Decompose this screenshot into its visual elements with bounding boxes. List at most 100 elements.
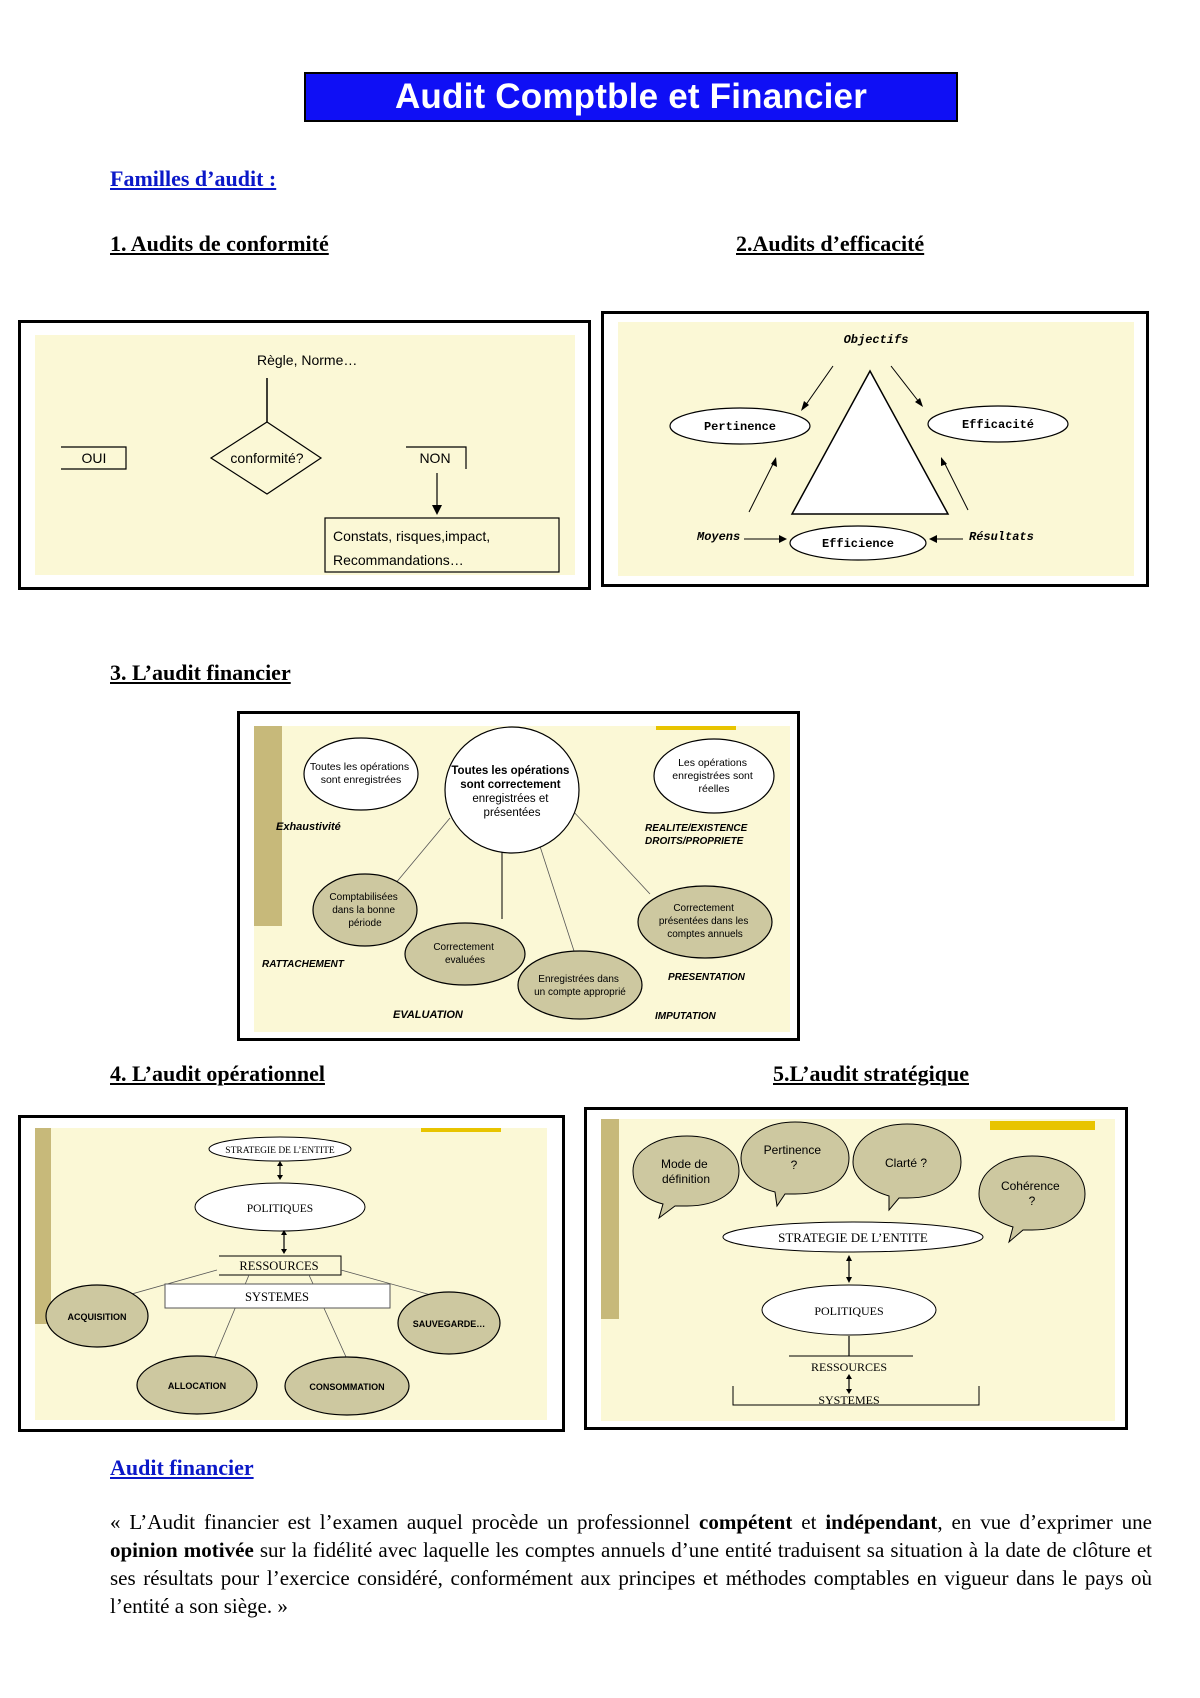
efficacite-svg: Objectifs Pertinence Efficacité Efficien…	[618, 322, 1134, 576]
result-box	[324, 517, 560, 573]
st-bubble4-text: Cohérence ?	[1001, 1179, 1063, 1208]
op-acquisition-ellipse	[45, 1284, 149, 1348]
operationnel-svg: STRATEGIE DE L’ENTITE POLITIQUES RESSOUR…	[35, 1128, 547, 1420]
audit-financier-definition: « L’Audit financier est l’examen auquel …	[110, 1508, 1152, 1620]
st-top-accent	[990, 1121, 1095, 1130]
arrow-resultats-head	[929, 535, 937, 543]
triangle	[790, 369, 950, 515]
moyens-label: Moyens	[696, 530, 740, 544]
st-side-bar	[601, 1119, 619, 1319]
op-top-accent	[421, 1128, 501, 1132]
st-systemes-box	[732, 1386, 980, 1406]
af-oval-evaluees-line2: evaluées	[445, 955, 485, 966]
af-link-presentees	[571, 809, 651, 895]
st-link1-head-up	[846, 1255, 852, 1261]
af-oval-periode-line1: Comptabilisées	[329, 892, 397, 903]
af-link-periode	[394, 817, 451, 885]
st-bubble1-text: Mode de définition	[661, 1157, 711, 1186]
st-bubble4	[978, 1155, 1086, 1244]
af-bubble-left-line1: Toutes les opérations	[310, 761, 409, 773]
conformite-svg: Règle, Norme… conformité? OUI NON Consta…	[35, 335, 575, 575]
exhaustivite-label: Exhaustivité	[276, 821, 341, 833]
objectifs-label: Objectifs	[844, 333, 909, 347]
af-bubble-center-line3: enregistrées et	[472, 793, 549, 805]
op-ressources-box	[219, 1255, 342, 1276]
af-bubble-center	[444, 726, 580, 854]
operationnel-diagram: STRATEGIE DE L’ENTITE POLITIQUES RESSOUR…	[18, 1115, 565, 1432]
audit-financier-heading: Audit financier	[110, 1455, 254, 1480]
audit-financier-svg: Toutes les opérations sont enregistrées …	[254, 726, 790, 1032]
efficacite-label: Efficacité	[962, 418, 1034, 432]
st-strategie-label: STRATEGIE DE L’ENTITE	[778, 1230, 928, 1245]
af-oval-presentees	[637, 885, 773, 959]
arrow-obj-eff-head	[915, 398, 923, 407]
strategique-svg: Mode de définition Pertinence ? Clarté ?…	[601, 1119, 1115, 1421]
st-ressources-label: RESSOURCES	[811, 1360, 887, 1374]
section2-heading: 2.Audits d’efficacité	[736, 231, 925, 256]
af-oval-periode-line2: dans la bonne	[332, 905, 395, 916]
af-oval-periode-line3: période	[348, 918, 382, 929]
st-bubble2-line1: Pertinence	[764, 1143, 822, 1157]
af-bubble-center-text: Toutes les opérations sont correctement …	[451, 765, 572, 819]
st-politiques-label: POLITIQUES	[814, 1304, 883, 1318]
op-background	[35, 1128, 547, 1420]
efficience-label: Efficience	[822, 537, 894, 551]
op-politiques-label: POLITIQUES	[247, 1203, 313, 1215]
regle-label: Règle, Norme…	[257, 352, 357, 368]
af-bubble-right-line1: Les opérations	[678, 757, 747, 769]
oui-box	[61, 446, 127, 470]
af-oval-presentees-line3: comptes annuels	[667, 929, 743, 940]
af-oval-compte-text: Enregistrées dans un compte approprié	[534, 974, 626, 998]
familles-heading: Familles d’audit :	[110, 166, 277, 191]
page-title: Audit Comptble et Financier	[394, 77, 868, 116]
quote-part3: , en vue d’exprimer une	[937, 1510, 1152, 1534]
section1-heading: 1. Audits de conformité	[110, 231, 329, 256]
realite-line1: REALITE/EXISTENCE	[645, 823, 748, 834]
oui-label: OUI	[82, 450, 107, 466]
realite-label: REALITE/EXISTENCE DROITS/PROPRIETE	[645, 823, 750, 847]
rattachement-label: RATTACHEMENT	[262, 959, 345, 970]
af-bubble-right-line2: enregistrées sont	[672, 770, 753, 782]
st-bubble4-line2: ?	[1029, 1194, 1036, 1208]
af-oval-presentees-line1: Correctement	[673, 903, 734, 914]
arrow-moyens-head	[779, 535, 787, 543]
section4-heading: 4. L’audit opérationnel	[110, 1061, 325, 1086]
presentation-label: PRESENTATION	[668, 972, 746, 983]
section3-heading: 3. L’audit financier	[110, 660, 291, 685]
st-bubble2-text: Pertinence ?	[764, 1143, 825, 1172]
af-bubble-center-line1: Toutes les opérations	[451, 765, 569, 777]
st-link1-head-down	[846, 1277, 852, 1283]
af-oval-compte	[517, 950, 643, 1020]
title-banner: Audit Comptble et Financier	[304, 72, 958, 122]
st-bubble2-line2: ?	[791, 1158, 798, 1172]
af-oval-periode-text: Comptabilisées dans la bonne période	[329, 892, 400, 929]
af-side-bar	[254, 726, 282, 926]
question-label: conformité?	[230, 450, 303, 466]
op-link2-head-down	[281, 1249, 287, 1254]
af-oval-presentees-line2: présentées dans les	[659, 916, 749, 927]
quote-bold-opinion: opinion motivée	[110, 1538, 254, 1562]
quote-part2: et	[792, 1510, 826, 1534]
arrow-down-head	[432, 505, 442, 515]
decision-diamond	[209, 421, 323, 495]
realite-line2: DROITS/PROPRIETE	[645, 836, 744, 847]
arrow-obj-eff	[890, 365, 920, 403]
arrow-obj-pert	[804, 365, 834, 407]
af-oval-evaluees	[404, 922, 526, 986]
op-systemes-label: SYSTEMES	[245, 1290, 309, 1304]
quote-bold-independant: indépendant	[825, 1510, 938, 1534]
op-sauvegarde-ellipse	[397, 1291, 501, 1355]
arrow-res-eff-head	[941, 457, 947, 466]
section5-heading: 5.L’audit stratégique	[773, 1061, 969, 1086]
non-box	[406, 446, 467, 469]
quote-bold-competent: compétent	[699, 1510, 793, 1534]
resultats-label: Résultats	[969, 530, 1034, 544]
st-link3-head-down	[846, 1389, 852, 1394]
pertinence-label: Pertinence	[704, 420, 776, 434]
st-bubble1-line1: Mode de	[661, 1157, 708, 1171]
st-systemes-label: SYSTEMES	[818, 1393, 879, 1407]
af-top-accent	[656, 726, 736, 730]
result-line2: Recommandations…	[333, 552, 464, 568]
op-consommation-ellipse	[284, 1356, 410, 1416]
op-sauvegarde-label: SAUVEGARDE…	[413, 1319, 486, 1329]
